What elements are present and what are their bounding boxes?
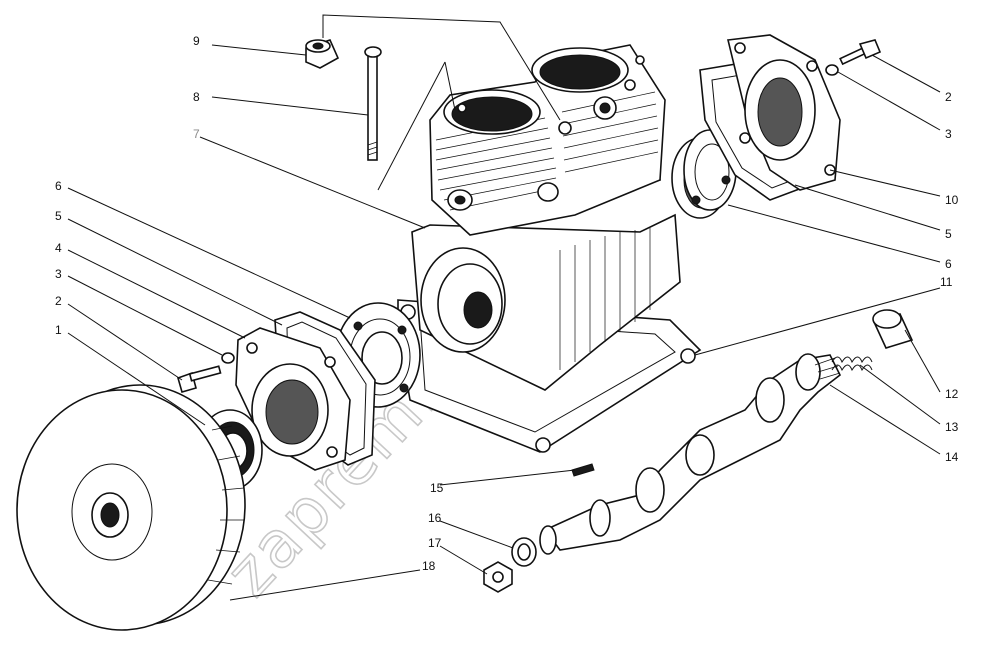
callout-9: 9 bbox=[193, 34, 200, 48]
front-cover bbox=[235, 327, 351, 471]
woodruff-key bbox=[571, 463, 595, 477]
callout-8: 8 bbox=[193, 90, 200, 104]
callout-15: 15 bbox=[430, 481, 444, 495]
crankshaft bbox=[539, 353, 842, 555]
callout-5-left: 5 bbox=[55, 209, 62, 223]
front-washer bbox=[221, 352, 235, 364]
rear-cover bbox=[727, 34, 841, 191]
cap-nut bbox=[305, 39, 340, 69]
callout-3-left: 3 bbox=[55, 267, 62, 281]
callout-13: 13 bbox=[945, 420, 959, 434]
leader-lines bbox=[67, 44, 941, 601]
callout-3-right: 3 bbox=[945, 127, 952, 141]
callout-2-right: 2 bbox=[945, 90, 952, 104]
callout-11: 11 bbox=[940, 275, 953, 289]
callout-14: 14 bbox=[945, 450, 959, 464]
front-bolt bbox=[177, 365, 222, 393]
callout-17: 17 bbox=[428, 536, 442, 550]
callout-6-left: 6 bbox=[55, 179, 62, 193]
rear-bolt bbox=[839, 39, 882, 66]
bushing bbox=[872, 309, 914, 349]
assembly-lines bbox=[322, 14, 561, 191]
callout-12: 12 bbox=[945, 387, 959, 401]
long-stud bbox=[364, 46, 382, 161]
callout-2-left: 2 bbox=[55, 294, 62, 308]
shaft-nut bbox=[483, 561, 513, 593]
callout-4: 4 bbox=[55, 241, 62, 255]
callout-6-right: 6 bbox=[945, 257, 952, 271]
callout-10: 10 bbox=[945, 193, 959, 207]
callout-18: 18 bbox=[422, 559, 436, 573]
lock-washer bbox=[511, 537, 537, 567]
callout-5-right: 5 bbox=[945, 227, 952, 241]
callout-1: 1 bbox=[55, 323, 62, 337]
spring bbox=[831, 356, 873, 372]
callout-labels: 9 8 7 6 5 4 3 2 1 2 3 10 5 6 11 12 13 14… bbox=[55, 34, 959, 573]
callout-7: 7 bbox=[193, 127, 200, 141]
pulley bbox=[16, 384, 246, 631]
rear-washer bbox=[825, 64, 839, 76]
callout-16: 16 bbox=[428, 511, 442, 525]
